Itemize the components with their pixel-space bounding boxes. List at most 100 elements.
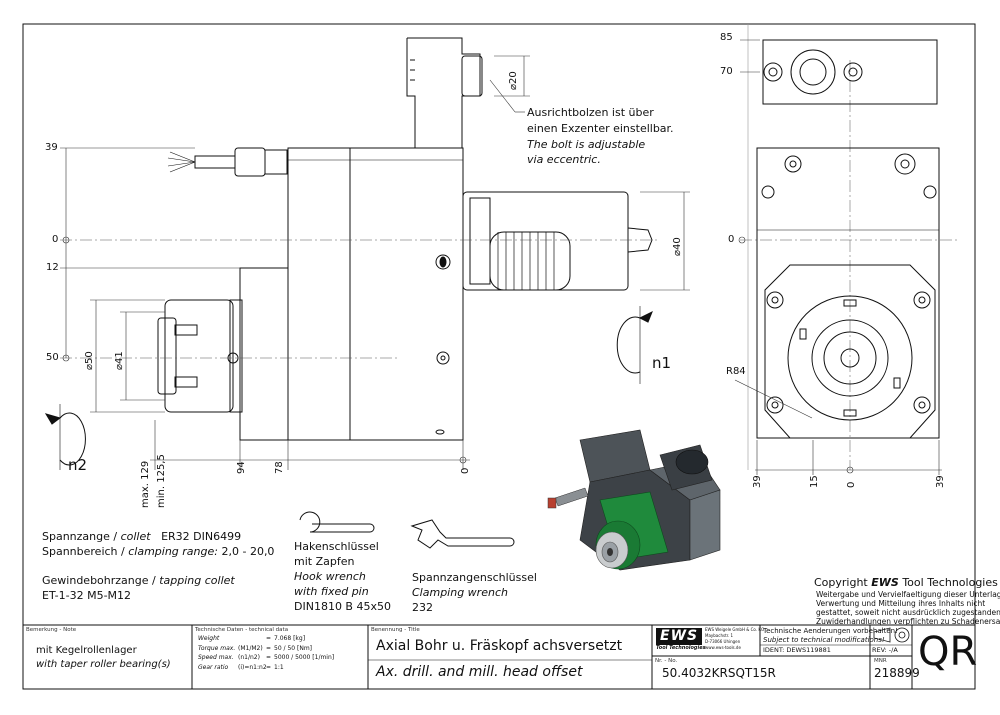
copyright-line-4: Zuwiderhandlungen verpflichten zu Schade… bbox=[816, 617, 1000, 626]
tech-key: Speed max. bbox=[198, 654, 234, 661]
tech-unit: (M1/M2) bbox=[238, 644, 263, 652]
collet-de: Spannzange / bbox=[42, 530, 121, 543]
copyright-title: Copyright EWS Tool Technologies bbox=[814, 576, 998, 589]
copyright-line-1: Weitergabe und Vervielfaeltigung dieser … bbox=[816, 590, 1000, 599]
hook-wrench-icon bbox=[299, 511, 375, 533]
dim-front-39-right: 39 bbox=[935, 475, 946, 488]
company-line-2: Maybachstr. 1 bbox=[705, 633, 734, 638]
tap-value: ET-1-32 M5-M12 bbox=[42, 589, 132, 602]
hook-wrench-en-2: with fixed pin bbox=[294, 585, 369, 598]
ews-logo: EWS Tool Technologies bbox=[656, 628, 706, 652]
dia-50-label: ⌀50 bbox=[84, 351, 95, 370]
rotation-arrows bbox=[44, 306, 653, 470]
title-block-frame bbox=[23, 624, 975, 689]
tap-de: Gewindebohrzange / bbox=[42, 574, 160, 587]
qr-label: QR bbox=[918, 629, 978, 675]
dim-78: 78 bbox=[274, 461, 285, 474]
material-number: 218899 bbox=[874, 666, 920, 680]
revision: REV: -/A bbox=[872, 646, 898, 654]
title-de: Axial Bohr u. Fräskopf achsversetzt bbox=[376, 638, 623, 654]
material-number-header: MNR bbox=[874, 658, 887, 664]
tap-note: Gewindebohrzange / tapping collet bbox=[42, 574, 235, 587]
rotation-n2: n2 bbox=[68, 456, 88, 474]
range-en: clamping range: bbox=[128, 545, 218, 558]
dim-85: 85 bbox=[720, 32, 733, 43]
bolt-note-de-2: einen Exzenter einstellbar. bbox=[527, 122, 674, 135]
tech-data-row: Weight =7.068 [kg] bbox=[198, 635, 366, 644]
iso-3d-view bbox=[547, 429, 721, 571]
dim-front-0: 0 bbox=[728, 234, 735, 245]
collet-val: ER32 DIN6499 bbox=[161, 530, 242, 543]
dim-min-125: min. 125,5 bbox=[156, 454, 167, 508]
tech-key: Torque max. bbox=[198, 644, 236, 652]
clamp-wrench-en: Clamping wrench bbox=[412, 586, 508, 599]
company-line-3: D-73066 Uhingen bbox=[705, 639, 741, 644]
outer-frame bbox=[22, 23, 976, 690]
tech-data-row: Speed max.(n1/n2)=5000 / 5000 [1/min] bbox=[198, 654, 366, 663]
copyright-line-3: gestattet, soweit nicht ausdrücklich zug… bbox=[816, 608, 1000, 617]
tech-key: Gear ratio bbox=[198, 663, 229, 671]
tech-data-header: Technische Daten - technical data bbox=[195, 627, 289, 633]
tech-unit: (i)=n1:n2 bbox=[238, 663, 267, 671]
number-header: Nr. - No. bbox=[655, 658, 678, 664]
remark-de: mit Kegelrollenlager bbox=[36, 645, 137, 656]
company-line-1: EWS Weigele GmbH & Co. KG bbox=[705, 627, 765, 632]
title-header: Benennung - Title bbox=[371, 627, 420, 633]
clamping-wrench-icon bbox=[410, 519, 515, 549]
remark-header: Bemerkung - Note bbox=[26, 627, 77, 633]
remark-en: with taper roller bearing(s) bbox=[36, 659, 171, 670]
collet-en: collet bbox=[120, 530, 151, 543]
title-en: Ax. drill. and mill. head offset bbox=[376, 664, 583, 680]
copyright-post: Tool Technologies bbox=[898, 576, 998, 589]
part-number: 50.4032KRSQT15R bbox=[662, 666, 776, 680]
change-note-en: Subject to technical modifications! bbox=[763, 636, 885, 644]
dia-41-label: ⌀41 bbox=[114, 351, 125, 370]
hook-wrench-din: DIN1810 B 45x50 bbox=[294, 600, 391, 613]
dim-39: 39 bbox=[45, 142, 58, 153]
dia-40-label: ⌀40 bbox=[672, 237, 683, 256]
collet-note: Spannzange / collet ER32 DIN6499 bbox=[42, 530, 241, 543]
hook-wrench-en-1: Hook wrench bbox=[294, 570, 366, 583]
dim-front-39-left: 39 bbox=[752, 475, 763, 488]
logo-sub: Tool Technologies bbox=[656, 645, 706, 651]
tech-eq: = bbox=[266, 654, 272, 661]
tech-unit: (n1/n2) bbox=[238, 654, 260, 661]
copyright-line-2: Verwertung und Mitteilung ihres Inhalts … bbox=[816, 599, 986, 608]
dia-20-label: ⌀20 bbox=[508, 71, 519, 90]
front-dimensions bbox=[734, 39, 942, 475]
dim-50: 50 bbox=[46, 352, 59, 363]
hook-wrench-de-2: mit Zapfen bbox=[294, 555, 355, 568]
tech-key: Weight bbox=[198, 635, 220, 642]
tap-en: tapping collet bbox=[159, 574, 235, 587]
dim-70: 70 bbox=[720, 66, 733, 77]
radius-label: R84 bbox=[726, 366, 746, 377]
bolt-note-de-1: Ausrichtbolzen ist über bbox=[527, 106, 654, 119]
company-line-4: www.ews-tools.de bbox=[705, 645, 741, 650]
center-lines bbox=[60, 60, 960, 470]
tech-data-row: Torque max.(M1/M2)=50 / 50 [Nm] bbox=[198, 645, 366, 654]
tech-eq: = bbox=[266, 663, 272, 671]
tech-value: 1:1 bbox=[274, 663, 284, 671]
tech-value: 7.068 [kg] bbox=[274, 635, 306, 642]
dim-12: 12 bbox=[46, 262, 59, 273]
projection-symbol-icon bbox=[873, 627, 910, 643]
range-val: 2,0 - 20,0 bbox=[221, 545, 275, 558]
dim-0: 0 bbox=[52, 234, 59, 245]
logo-text: EWS bbox=[660, 628, 699, 644]
tech-eq: = bbox=[266, 644, 272, 652]
dimension-lines bbox=[60, 55, 690, 470]
tech-eq: = bbox=[266, 635, 272, 642]
dim-94: 94 bbox=[236, 461, 247, 474]
tech-data-row: Gear ratio (i)=n1:n2=1:1 bbox=[198, 664, 366, 673]
bolt-note-en-2: via eccentric. bbox=[527, 153, 601, 166]
tech-value: 50 / 50 [Nm] bbox=[274, 644, 313, 652]
ident-number: IDENT: DEWS119881 bbox=[763, 646, 831, 654]
rotation-n1: n1 bbox=[652, 354, 672, 372]
dim-max-129: max. 129 bbox=[140, 460, 151, 508]
change-note-de: Technische Aenderungen vorbehalten! bbox=[763, 627, 898, 635]
front-view bbox=[756, 39, 940, 439]
copyright-brand: EWS bbox=[871, 576, 899, 589]
hook-wrench-de-1: Hakenschlüssel bbox=[294, 540, 379, 553]
